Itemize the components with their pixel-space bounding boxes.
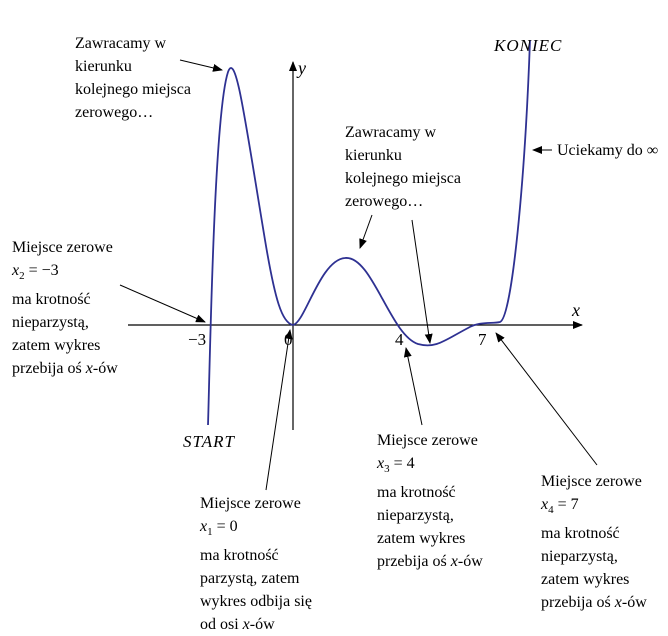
start-label: START [183, 432, 235, 451]
tick-label-4: 4 [395, 330, 404, 349]
zero-line: ma krotność [200, 547, 279, 564]
arrow-top-note [179, 59, 223, 72]
top-note: Zawracamy w kierunku kolejnego miejsca z… [75, 32, 191, 124]
end-label: KONIEC [494, 36, 563, 55]
arrow-zero-x3 [403, 347, 423, 426]
zero-line: nieparzystą, [12, 314, 89, 331]
zero-line: ma krotność [541, 525, 620, 542]
arrow-zero-x3-top [411, 219, 433, 344]
zero-equation: x2 = −3 [12, 262, 59, 282]
zero-equation: x4 = 7 [541, 496, 579, 516]
zero-x4-note: Miejsce zerowe x4 = 7 ma krotność niepar… [541, 470, 647, 614]
mid-note-line: kolejnego miejsca [345, 170, 461, 187]
zero-last-line: przebija oś x-ów [377, 553, 483, 570]
zero-x2-note: Miejsce zerowe x2 = −3 ma krotność niepa… [12, 236, 118, 380]
zero-line: zatem wykres [12, 337, 101, 354]
zero-line: wykres odbija się [200, 593, 312, 610]
y-axis-label: y [298, 58, 306, 78]
zero-title: Miejsce zerowe [377, 432, 478, 449]
arrow-mid-note [359, 214, 373, 249]
zero-line: ma krotność [377, 484, 456, 501]
arrow-zero-x4 [495, 332, 598, 466]
arrow-zero-x1 [265, 329, 293, 491]
mid-note-line: Zawracamy w [345, 124, 437, 141]
zero-equation: x3 = 4 [377, 455, 415, 475]
polynomial-curve [207, 39, 531, 426]
escape-note: Uciekamy do ∞ [557, 142, 659, 159]
top-note-line: zerowego… [75, 104, 154, 121]
zero-line: nieparzystą, [541, 548, 618, 565]
mid-note-line: kierunku [345, 147, 402, 164]
zero-equation: x1 = 0 [200, 518, 238, 538]
zero-line: ma krotność [12, 291, 91, 308]
zero-x3-note: Miejsce zerowe x3 = 4 ma krotność niepar… [377, 429, 483, 573]
zero-last-line: przebija oś x-ów [541, 594, 647, 611]
zero-line: nieparzystą, [377, 507, 454, 524]
mid-note: Zawracamy w kierunku kolejnego miejsca z… [345, 121, 461, 213]
zero-title: Miejsce zerowe [200, 495, 301, 512]
zero-title: Miejsce zerowe [12, 239, 113, 256]
tick-label-7: 7 [478, 330, 487, 349]
top-note-line: kierunku [75, 58, 132, 75]
zero-line: parzystą, zatem [200, 570, 300, 587]
zero-x1-note: Miejsce zerowe x1 = 0 ma krotność parzys… [200, 492, 312, 636]
top-note-line: Zawracamy w [75, 35, 167, 52]
zero-last-line: od osi x-ów [200, 616, 275, 633]
tick-label-minus3: −3 [188, 330, 207, 349]
zero-last-line: przebija oś x-ów [12, 360, 118, 377]
mid-note-line: zerowego… [345, 193, 424, 210]
tick-label-0: 0 [284, 330, 293, 349]
x-axis-label: x [572, 300, 580, 320]
zero-line: zatem wykres [541, 571, 630, 588]
zero-line: zatem wykres [377, 530, 466, 547]
top-note-line: kolejnego miejsca [75, 81, 191, 98]
arrow-zero-x2 [119, 284, 206, 323]
zero-title: Miejsce zerowe [541, 473, 642, 490]
